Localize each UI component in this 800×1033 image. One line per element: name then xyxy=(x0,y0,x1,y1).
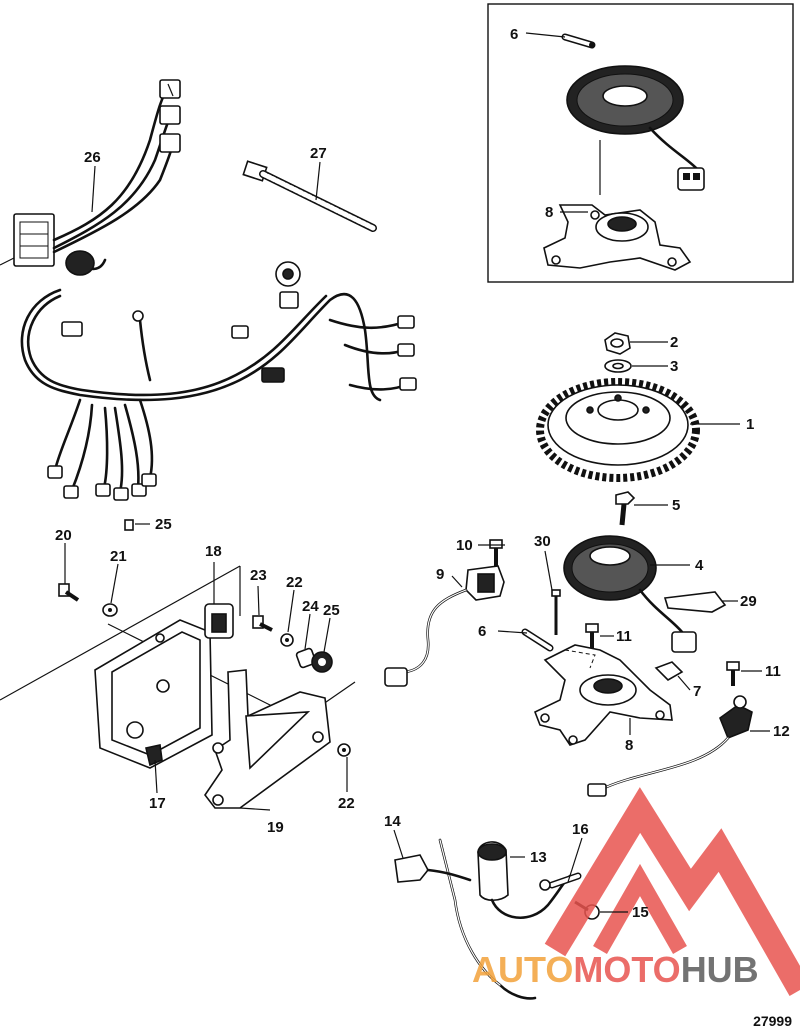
callout-26: 25 xyxy=(155,516,172,533)
sensor-10 xyxy=(384,565,505,687)
washer-21 xyxy=(102,603,118,617)
screw-11-lower xyxy=(726,661,740,686)
screw-11-upper xyxy=(489,539,503,568)
callout-6-lower: 6 xyxy=(478,623,486,640)
cable-tie-28 xyxy=(242,160,377,232)
callout-29: 29 xyxy=(740,593,757,610)
figure-number: 27999 xyxy=(753,1013,792,1029)
bracket-8 xyxy=(533,644,673,746)
callout-22-lower: 22 xyxy=(338,795,355,812)
callout-23: 23 xyxy=(250,567,267,584)
callout-8-inset: 8 xyxy=(545,204,553,221)
washer-22-upper xyxy=(280,633,294,647)
callout-28: 27 xyxy=(310,145,327,162)
inset-bracket xyxy=(543,140,692,271)
callout-24: 24 xyxy=(302,598,319,615)
callout-27: 26 xyxy=(84,149,101,166)
watermark-part2: MOTO xyxy=(573,949,680,990)
screw-30 xyxy=(551,589,561,635)
callout-1: 1 xyxy=(746,416,754,433)
screw-9 xyxy=(585,623,599,650)
callout-2: 2 xyxy=(670,334,678,351)
bracket-19 xyxy=(204,669,331,809)
callout-15: 15 xyxy=(632,904,649,921)
screw-23 xyxy=(252,615,273,632)
screw-20 xyxy=(58,583,80,602)
leader-lines xyxy=(64,32,770,913)
callout-13: 13 xyxy=(530,849,547,866)
callout-11-upper: 10 xyxy=(456,537,473,554)
strap-6 xyxy=(521,628,554,652)
callout-19: 19 xyxy=(267,819,284,836)
inset-stator xyxy=(566,65,705,191)
strap-16 xyxy=(539,872,582,891)
connector-18 xyxy=(204,603,234,639)
bolt-5 xyxy=(615,491,636,526)
callout-5: 5 xyxy=(672,497,680,514)
inset-strap-6 xyxy=(561,33,596,49)
callout-20: 20 xyxy=(55,527,72,544)
callout-22-upper: 22 xyxy=(286,574,303,591)
coil-13 xyxy=(438,838,572,1000)
callout-10: 9 xyxy=(436,566,444,583)
callout-14: 14 xyxy=(384,813,401,830)
washer-22-lower xyxy=(337,743,351,757)
callout-17: 17 xyxy=(149,795,166,812)
callout-16: 16 xyxy=(572,821,589,838)
lead-12 xyxy=(587,695,753,797)
callout-21: 21 xyxy=(110,548,127,565)
spacer-24 xyxy=(295,647,317,669)
callout-8-lower: 8 xyxy=(625,737,633,754)
callout-11-lower: 11 xyxy=(765,663,781,680)
stator-4 xyxy=(563,535,697,653)
callout-30: 30 xyxy=(534,533,551,550)
callout-18: 18 xyxy=(205,543,222,560)
watermark-text: AUTOMOTOHUB xyxy=(472,949,759,990)
callouts: 6 8 26 27 2 3 1 5 25 30 10 4 9 29 6 11 1… xyxy=(55,26,790,921)
washer-3 xyxy=(604,359,632,373)
connector-7 xyxy=(654,661,684,681)
callout-7: 7 xyxy=(693,683,701,700)
inset-frame xyxy=(487,3,794,283)
wiring-harness-27 xyxy=(13,79,417,501)
boot-14 xyxy=(394,854,472,883)
nut-2 xyxy=(604,332,631,355)
flywheel-1 xyxy=(536,378,700,482)
watermark-part3: HUB xyxy=(681,949,759,990)
callout-6-inset: 6 xyxy=(510,26,518,43)
watermark-logo xyxy=(544,787,800,996)
module-17 xyxy=(94,619,213,769)
callout-25: 25 xyxy=(323,602,340,619)
grommet-25 xyxy=(311,651,333,673)
callout-4: 4 xyxy=(695,557,704,574)
strap-29 xyxy=(663,591,727,613)
screw-26 xyxy=(124,519,134,531)
watermark-part1: AUTO xyxy=(472,949,573,990)
callout-12: 12 xyxy=(773,723,790,740)
callout-3: 3 xyxy=(670,358,678,375)
callout-9: 11 xyxy=(616,628,632,645)
